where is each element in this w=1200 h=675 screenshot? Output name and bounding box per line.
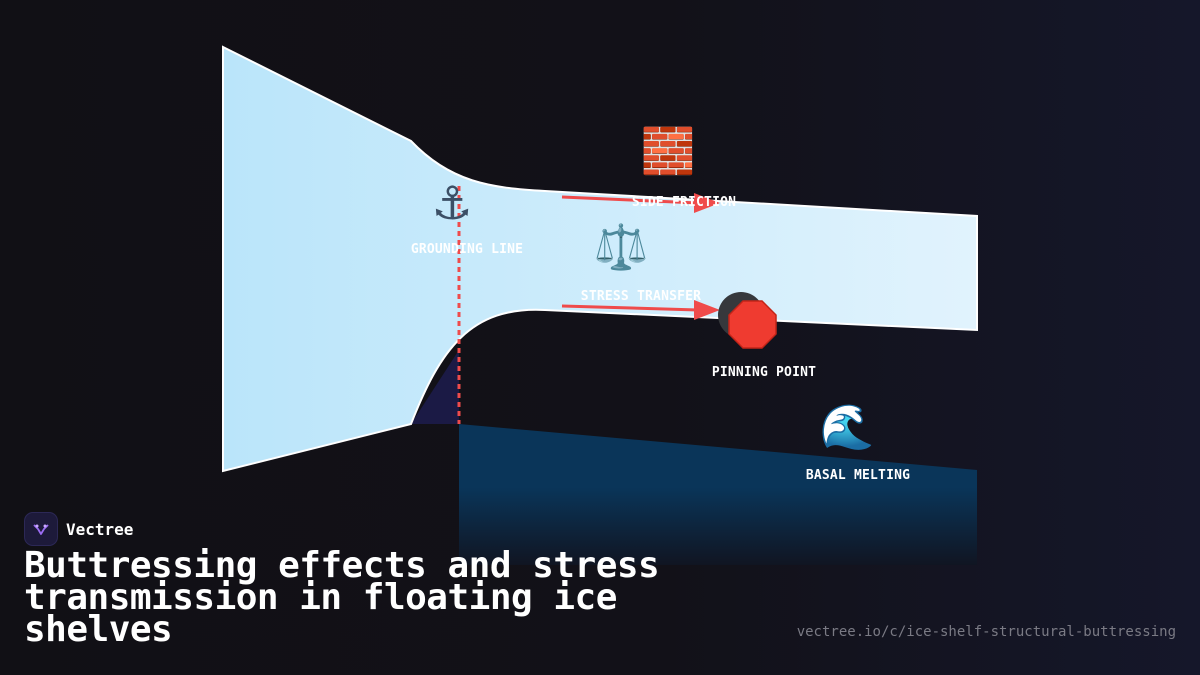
stress-transfer-arrowhead — [694, 300, 720, 320]
brand[interactable]: Vectree — [24, 512, 133, 546]
side-friction-label: SIDE FRICTION — [631, 195, 737, 210]
pinning-point-label: PINNING POINT — [711, 365, 817, 380]
ocean-water — [459, 424, 977, 565]
pinning-point-icon — [728, 300, 777, 349]
balance-scale-icon: ⚖️ — [593, 222, 649, 273]
source-url[interactable]: vectree.io/c/ice-shelf-structural-buttre… — [796, 624, 1176, 640]
side-friction-arrowhead — [694, 193, 720, 213]
brand-name: Vectree — [66, 519, 134, 539]
wave-icon: 🌊 — [819, 402, 875, 453]
stress-transfer-arrow — [561, 304, 699, 312]
vectree-logo-icon — [24, 512, 58, 546]
stress-transfer-label: STRESS TRANSFER — [580, 289, 702, 304]
grounding-line-label: GROUNDING LINE — [410, 242, 524, 257]
anchor-icon: ⚓ — [431, 176, 473, 230]
side-friction-arrow — [561, 195, 699, 205]
brick-wall-icon: 🧱 — [640, 126, 696, 177]
ice-shelf — [222, 45, 978, 473]
page-title: Buttressing effects and stress transmiss… — [24, 545, 660, 650]
bedrock — [411, 350, 459, 424]
basal-melting-label: BASAL MELTING — [805, 468, 911, 483]
